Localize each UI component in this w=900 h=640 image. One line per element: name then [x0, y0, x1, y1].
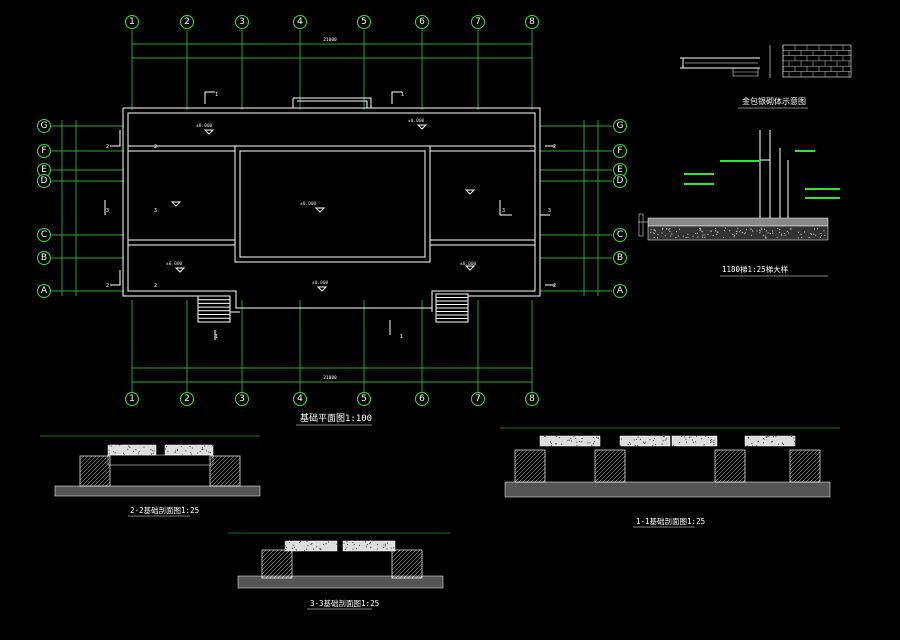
svg-text:5: 5 — [361, 394, 367, 404]
axis-bubble-A: A — [614, 285, 627, 298]
section-3-3-title: 3-3基础剖面图1:25 — [310, 598, 379, 608]
svg-text:B: B — [617, 253, 623, 263]
svg-text:G: G — [41, 121, 48, 131]
svg-text:2: 2 — [184, 394, 190, 404]
svg-text:7: 7 — [475, 394, 481, 404]
svg-text:3: 3 — [154, 208, 157, 214]
axis-bubble-G: G — [614, 120, 627, 133]
svg-text:2: 2 — [154, 283, 157, 289]
svg-text:3: 3 — [106, 208, 109, 214]
step-detail: 1180梯1:25梯大样 — [638, 130, 840, 276]
svg-text:±0.000: ±0.000 — [312, 280, 329, 286]
axis-bubble-C: C — [614, 229, 627, 242]
axis-bubble-D: D — [38, 175, 51, 188]
svg-text:2: 2 — [106, 283, 109, 289]
svg-text:C: C — [617, 230, 623, 240]
svg-text:F: F — [41, 146, 46, 156]
svg-text:1: 1 — [400, 334, 403, 340]
svg-text:1: 1 — [401, 92, 404, 98]
axis-bubble-4: 4 — [294, 16, 307, 29]
axis-bubble-B: B — [614, 252, 627, 265]
svg-text:2: 2 — [553, 144, 556, 150]
svg-text:3: 3 — [502, 208, 505, 214]
axis-bubble-A: A — [38, 285, 51, 298]
axis-bubble-8: 8 — [526, 393, 539, 406]
svg-text:E: E — [41, 165, 47, 175]
foundation-plan: ±0.000 ±0.000 ±0.000 ±0.000 ±0.000 ±0.00… — [38, 16, 627, 426]
axis-bubble-2: 2 — [181, 393, 194, 406]
section-2-2: 2-2基础剖面图1:25 — [40, 436, 260, 516]
svg-text:2: 2 — [553, 283, 556, 289]
axis-bubble-5: 5 — [358, 393, 371, 406]
svg-text:±0.000: ±0.000 — [460, 261, 477, 267]
svg-text:6: 6 — [419, 394, 425, 404]
svg-text:2: 2 — [154, 144, 157, 150]
svg-text:E: E — [617, 165, 623, 175]
axis-bubble-F: F — [38, 145, 51, 158]
svg-text:±0.000: ±0.000 — [196, 123, 213, 129]
axis-bubble-B: B — [38, 252, 51, 265]
svg-text:2: 2 — [106, 144, 109, 150]
axis-bubble-6: 6 — [416, 393, 429, 406]
svg-text:±0.000: ±0.000 — [300, 201, 317, 207]
svg-text:F: F — [617, 146, 622, 156]
section-1-1-title: 1-1基础剖面图1:25 — [636, 516, 705, 526]
axis-bubble-1: 1 — [126, 393, 139, 406]
svg-text:8: 8 — [529, 394, 535, 404]
svg-text:±0.000: ±0.000 — [166, 261, 183, 267]
svg-text:1: 1 — [129, 17, 135, 27]
svg-text:5: 5 — [361, 17, 367, 27]
svg-text:1: 1 — [215, 92, 218, 98]
plan-title: 基础平面图1:100 — [300, 412, 372, 424]
svg-text:D: D — [617, 176, 624, 186]
axis-bubble-3: 3 — [236, 16, 249, 29]
svg-text:4: 4 — [297, 394, 303, 404]
svg-text:6: 6 — [419, 17, 425, 27]
axis-bubble-C: C — [38, 229, 51, 242]
section-1-1: 1-1基础剖面图1:25 — [500, 428, 840, 527]
svg-text:8: 8 — [529, 17, 535, 27]
total-dim-bottom: 21000 — [323, 375, 337, 381]
svg-text:4: 4 — [297, 17, 303, 27]
brick-detail-title: 金包银砌体示意图 — [742, 96, 806, 106]
svg-text:3: 3 — [239, 394, 245, 404]
svg-text:B: B — [41, 253, 47, 263]
section-2-2-title: 2-2基础剖面图1:25 — [130, 505, 199, 515]
step-detail-title: 1180梯1:25梯大样 — [722, 264, 789, 274]
svg-text:7: 7 — [475, 17, 481, 27]
svg-text:A: A — [41, 286, 48, 296]
svg-text:C: C — [41, 230, 47, 240]
svg-text:3: 3 — [239, 17, 245, 27]
axis-bubble-7: 7 — [472, 393, 485, 406]
axis-bubble-8: 8 — [526, 16, 539, 29]
svg-text:2: 2 — [184, 17, 190, 27]
axis-bubble-G: G — [38, 120, 51, 133]
brick-detail: 金包银砌体示意图 — [680, 45, 851, 108]
axis-bubble-1: 1 — [126, 16, 139, 29]
svg-text:±0.000: ±0.000 — [408, 118, 425, 124]
svg-text:3: 3 — [548, 208, 551, 214]
axis-bubble-3: 3 — [236, 393, 249, 406]
axis-bubble-7: 7 — [472, 16, 485, 29]
axis-bubble-D: D — [614, 175, 627, 188]
svg-text:1: 1 — [215, 334, 218, 340]
total-dim-top: 21000 — [323, 37, 337, 43]
svg-text:A: A — [617, 286, 624, 296]
axis-bubble-5: 5 — [358, 16, 371, 29]
axis-bubble-2: 2 — [181, 16, 194, 29]
axis-bubble-4: 4 — [294, 393, 307, 406]
axis-bubble-F: F — [614, 145, 627, 158]
svg-text:1: 1 — [129, 394, 135, 404]
svg-text:G: G — [617, 121, 624, 131]
svg-text:D: D — [41, 176, 48, 186]
section-3-3: 3-3基础剖面图1:25 — [228, 533, 450, 609]
axis-bubble-6: 6 — [416, 16, 429, 29]
